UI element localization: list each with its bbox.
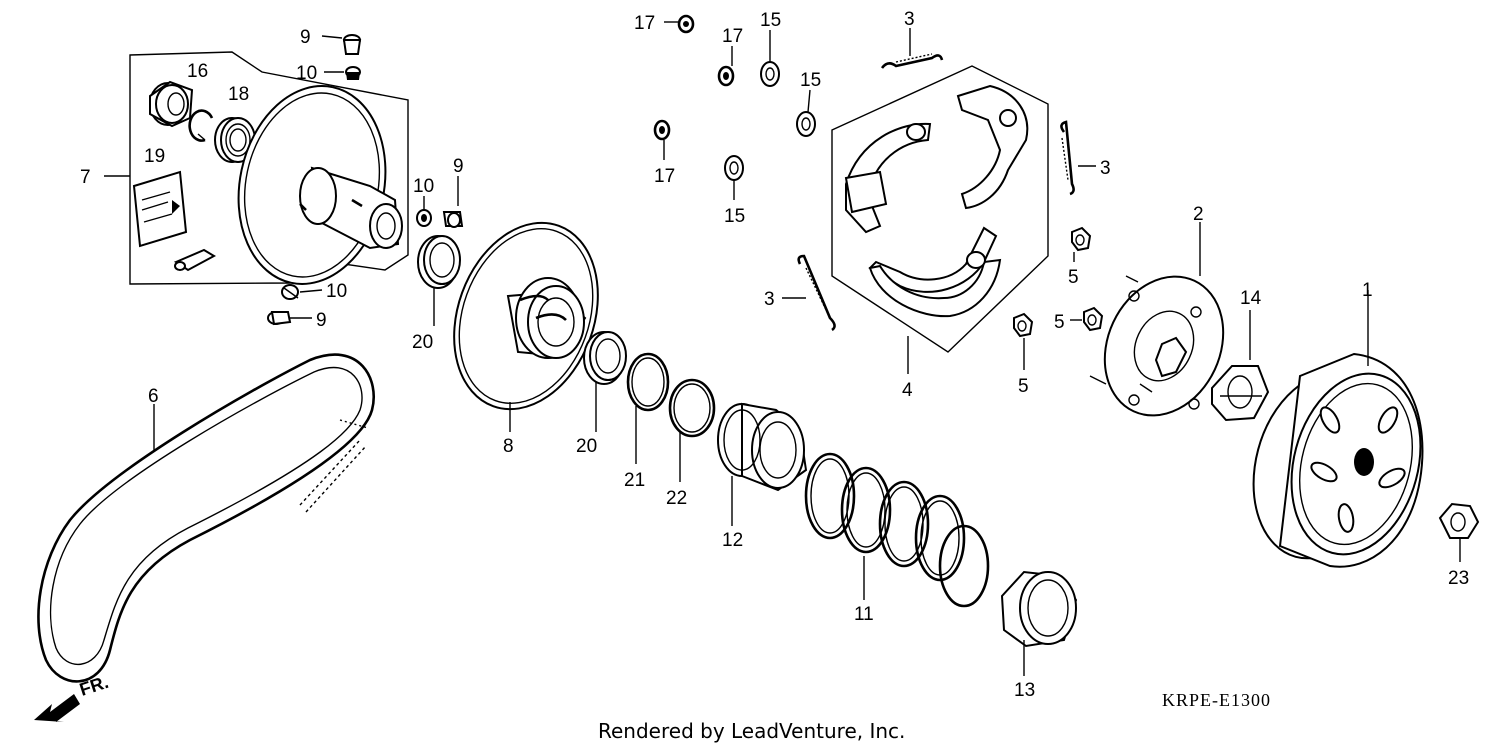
callout-12: 12	[722, 530, 743, 551]
movable-face-8	[453, 221, 599, 411]
hex-nut-14	[1211, 365, 1270, 422]
callout-23: 23	[1448, 568, 1469, 589]
nut-23	[1438, 502, 1480, 539]
spring-seat-13	[1000, 570, 1078, 648]
callout-20a: 20	[412, 332, 433, 353]
spring-3b	[1060, 120, 1075, 196]
callout-5b: 5	[1054, 312, 1065, 333]
o-ring-21	[626, 352, 670, 412]
group-7-outline	[129, 51, 409, 285]
callout-15a: 15	[760, 10, 781, 31]
collar-10-top	[345, 66, 361, 80]
callout-3a: 3	[904, 9, 915, 30]
callout-10c: 10	[326, 281, 347, 302]
callout-16: 16	[187, 61, 208, 82]
clutch-outer-1	[1252, 352, 1424, 568]
o-ring-22	[668, 378, 716, 438]
callout-13: 13	[1014, 680, 1035, 701]
drive-belt-6	[37, 353, 375, 683]
callout-10b: 10	[413, 176, 434, 197]
leader-9a	[321, 35, 343, 39]
callout-4: 4	[902, 380, 913, 401]
group-4-outline	[831, 65, 1049, 353]
callout-2: 2	[1193, 204, 1204, 225]
callout-6: 6	[148, 386, 159, 407]
callout-17a: 17	[634, 13, 655, 34]
leader-10c	[299, 289, 323, 293]
callout-3c: 3	[764, 289, 775, 310]
circlip-16	[188, 109, 214, 142]
callout-8: 8	[503, 436, 514, 457]
diagram-code: KRPE-E1300	[1162, 690, 1271, 710]
callout-15b: 15	[800, 70, 821, 91]
pin-9-low	[267, 311, 292, 326]
spring-3c	[797, 254, 836, 332]
oil-seal-20b	[583, 331, 627, 385]
washer-15c	[724, 155, 744, 181]
clutch-shoe-upper-right	[956, 84, 1029, 210]
clutch-shoe-upper-left	[844, 122, 932, 234]
callout-22: 22	[666, 488, 687, 509]
collar-12	[717, 402, 808, 492]
nut-5b	[1083, 306, 1104, 332]
callout-9a: 9	[300, 27, 311, 48]
spring-11	[804, 452, 990, 608]
callout-19: 19	[144, 146, 165, 167]
callout-17b: 17	[722, 26, 743, 47]
callout-3b: 3	[1100, 158, 1111, 179]
callout-11: 11	[854, 604, 874, 625]
callout-17c: 17	[654, 166, 675, 187]
circlip-17c	[653, 119, 671, 141]
callout-21: 21	[624, 470, 645, 491]
label-card	[132, 170, 188, 248]
callout-1: 1	[1362, 280, 1373, 301]
callout-15c: 15	[724, 206, 745, 227]
callout-9b: 9	[453, 156, 464, 177]
drive-plate-2	[1089, 275, 1225, 417]
front-direction-arrow	[34, 694, 80, 722]
callout-7: 7	[80, 167, 91, 188]
pin-9-top	[342, 34, 362, 55]
callout-9c: 9	[316, 310, 327, 331]
callout-20b: 20	[576, 436, 597, 457]
circlip-17a	[677, 14, 695, 34]
washer-15b	[796, 111, 816, 137]
callout-14: 14	[1240, 288, 1262, 309]
grease-pin	[173, 248, 217, 272]
front-direction-label: FR.	[77, 672, 111, 700]
spring-3a	[880, 53, 944, 69]
pin-9-mid	[442, 211, 464, 228]
needle-bearing-19	[149, 80, 194, 128]
callout-5c: 5	[1018, 376, 1029, 397]
leader-15b	[807, 89, 811, 113]
callout-18: 18	[228, 84, 249, 105]
circlip-17b	[717, 65, 735, 87]
collar-10-low	[281, 284, 299, 300]
callout-5a: 5	[1068, 267, 1079, 288]
nut-5a	[1071, 226, 1092, 252]
collar-10-mid	[416, 209, 432, 227]
clutch-shoe-lower	[868, 226, 1002, 318]
driven-face-7	[237, 85, 403, 285]
nut-5c	[1013, 312, 1034, 338]
oil-seal-20a	[417, 235, 461, 289]
callout-10a: 10	[296, 63, 317, 84]
render-credit: Rendered by LeadVenture, Inc.	[598, 719, 905, 743]
washer-15a	[760, 61, 780, 87]
